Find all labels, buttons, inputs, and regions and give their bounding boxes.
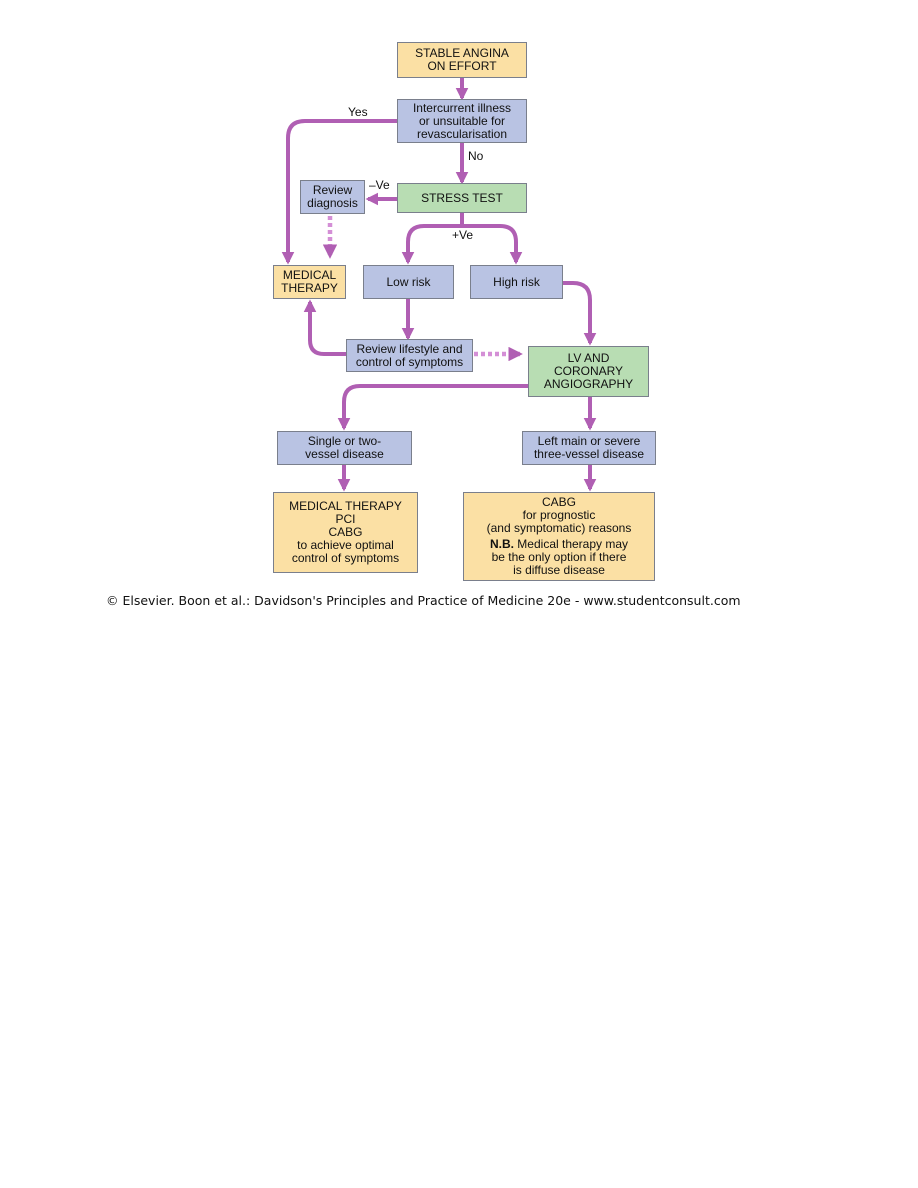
- node-note-line: N.B. Medical therapy may: [490, 538, 628, 551]
- node-text: STABLE ANGINA: [415, 46, 509, 60]
- node-text: PCI: [335, 512, 356, 526]
- node-review-lifestyle: Review lifestyle and control of symptoms: [346, 339, 473, 372]
- node-text: Medical therapy may: [513, 537, 629, 551]
- node-text: Review: [312, 183, 353, 197]
- node-text: control of symptoms: [291, 551, 400, 565]
- node-text: be the only option if there: [491, 550, 627, 564]
- node-text: for prognostic: [522, 508, 596, 522]
- node-outcome-cabg: CABG for prognostic (and symptomatic) re…: [463, 492, 655, 581]
- arrow-review-lifestyle-to-medical-therapy: [303, 299, 346, 356]
- node-text: diagnosis: [307, 196, 358, 210]
- arrow-yes-to-medical-therapy: [281, 119, 398, 265]
- node-stress-test: STRESS TEST: [397, 183, 527, 213]
- node-text: is diffuse disease: [513, 563, 605, 577]
- node-text: Low risk: [386, 274, 431, 289]
- node-text: THERAPY: [281, 281, 338, 295]
- node-text: or unsuitable for: [418, 113, 506, 128]
- node-stable-angina: STABLE ANGINA ON EFFORT: [397, 42, 527, 78]
- node-text: MEDICAL THERAPY: [289, 499, 402, 513]
- copyright-caption: © Elsevier. Boon et al.: Davidson's Prin…: [106, 593, 741, 608]
- node-text: ANGIOGRAPHY: [543, 377, 634, 391]
- node-low-risk: Low risk: [363, 265, 454, 299]
- arrow-high-risk-to-angiography: [563, 281, 597, 346]
- node-text: High risk: [493, 274, 540, 289]
- label-no: No: [468, 149, 484, 163]
- node-medical-therapy: MEDICAL THERAPY: [273, 265, 346, 299]
- label-negative: –Ve: [369, 178, 390, 192]
- node-text: (and symptomatic) reasons: [486, 521, 632, 535]
- node-text: ON EFFORT: [427, 59, 497, 73]
- node-text: Left main or severe: [537, 434, 641, 448]
- node-text: control of symptoms: [355, 354, 464, 369]
- node-lv-coronary-angiography: LV AND CORONARY ANGIOGRAPHY: [528, 346, 649, 397]
- node-text: three-vessel disease: [533, 447, 645, 461]
- node-review-diagnosis: Review diagnosis: [300, 180, 365, 214]
- label-positive: +Ve: [452, 228, 474, 242]
- node-text: Review lifestyle and: [356, 341, 463, 356]
- node-left-main-three-vessel: Left main or severe three-vessel disease: [522, 431, 656, 465]
- note-bold-prefix: N.B.: [489, 537, 514, 551]
- arrow-stress-to-low-risk: [401, 213, 464, 265]
- node-text: vessel disease: [305, 447, 384, 461]
- node-text: Single or two-: [307, 434, 382, 448]
- node-outcome-medical-pci-cabg: MEDICAL THERAPY PCI CABG to achieve opti…: [273, 492, 418, 573]
- node-text: STRESS TEST: [421, 190, 503, 205]
- label-yes: Yes: [348, 105, 368, 119]
- node-high-risk: High risk: [470, 265, 563, 299]
- node-text: CABG: [541, 495, 576, 509]
- node-single-two-vessel-disease: Single or two- vessel disease: [277, 431, 412, 465]
- node-intercurrent-illness: Intercurrent illness or unsuitable for r…: [397, 99, 527, 143]
- node-text: CORONARY: [553, 364, 624, 378]
- node-text: CABG: [328, 525, 363, 539]
- arrow-stress-to-high-risk: [462, 224, 523, 265]
- node-text: MEDICAL: [282, 268, 337, 282]
- node-text: revascularisation: [416, 126, 508, 141]
- node-text: Intercurrent illness: [412, 100, 512, 115]
- node-text: to achieve optimal: [297, 538, 394, 552]
- node-text: LV AND: [567, 351, 610, 365]
- arrow-angiography-to-single-vessel: [337, 384, 528, 431]
